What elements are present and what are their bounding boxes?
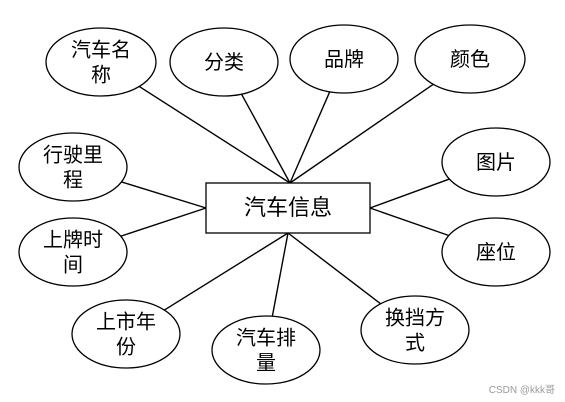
- attribute-label: 称: [91, 63, 111, 87]
- entity-label: 汽车信息: [244, 196, 332, 221]
- attribute-node: 分类: [169, 27, 279, 97]
- attribute-label: 间: [63, 253, 83, 277]
- connector-line: [240, 93, 291, 184]
- attribute-node: 座位: [441, 217, 551, 287]
- connector-line: [369, 207, 450, 237]
- watermark-text: CSDN @kkk哥: [489, 384, 555, 396]
- connector-line: [164, 232, 289, 311]
- attribute-label: 程: [63, 168, 83, 192]
- connector-line: [120, 207, 207, 237]
- attribute-node: 品牌: [289, 24, 399, 94]
- attribute-label: 图片: [476, 150, 516, 174]
- connector-line: [289, 91, 331, 184]
- connector-line: [138, 85, 291, 184]
- attribute-label: 量: [256, 351, 276, 375]
- attribute-label: 上市年: [96, 310, 156, 334]
- attribute-ellipse: [441, 217, 551, 287]
- attribute-label: 汽车排: [236, 326, 296, 350]
- attribute-label: 汽车名: [71, 38, 131, 62]
- attribute-label: 颜色: [450, 47, 490, 71]
- attribute-label: 式: [405, 331, 425, 355]
- attribute-label: 上牌时: [43, 228, 103, 252]
- attribute-ellipse: [18, 132, 128, 202]
- attribute-ellipse: [289, 24, 399, 94]
- attribute-ellipse: [211, 315, 321, 385]
- attribute-label: 行驶里: [43, 143, 103, 167]
- entity-box: [205, 182, 371, 234]
- connector-line: [369, 178, 450, 209]
- connector-line: [287, 232, 382, 305]
- attribute-ellipse: [360, 295, 470, 365]
- attribute-ellipse: [441, 127, 551, 197]
- attribute-ellipse: [414, 24, 526, 94]
- attribute-ellipse: [18, 217, 128, 287]
- attribute-label: 座位: [476, 240, 516, 264]
- connector-line: [121, 181, 207, 209]
- attribute-node: 图片: [441, 127, 551, 197]
- attribute-label: 换挡方: [385, 306, 445, 330]
- attribute-ellipse: [169, 27, 279, 97]
- attribute-label: 份: [116, 335, 136, 359]
- attribute-label: 分类: [204, 50, 244, 74]
- attribute-label: 品牌: [324, 47, 364, 71]
- attribute-ellipse: [71, 299, 181, 369]
- connector-line: [271, 232, 289, 317]
- connector-line: [289, 83, 434, 184]
- attribute-node: 颜色: [414, 24, 526, 94]
- attribute-ellipse: [45, 27, 157, 97]
